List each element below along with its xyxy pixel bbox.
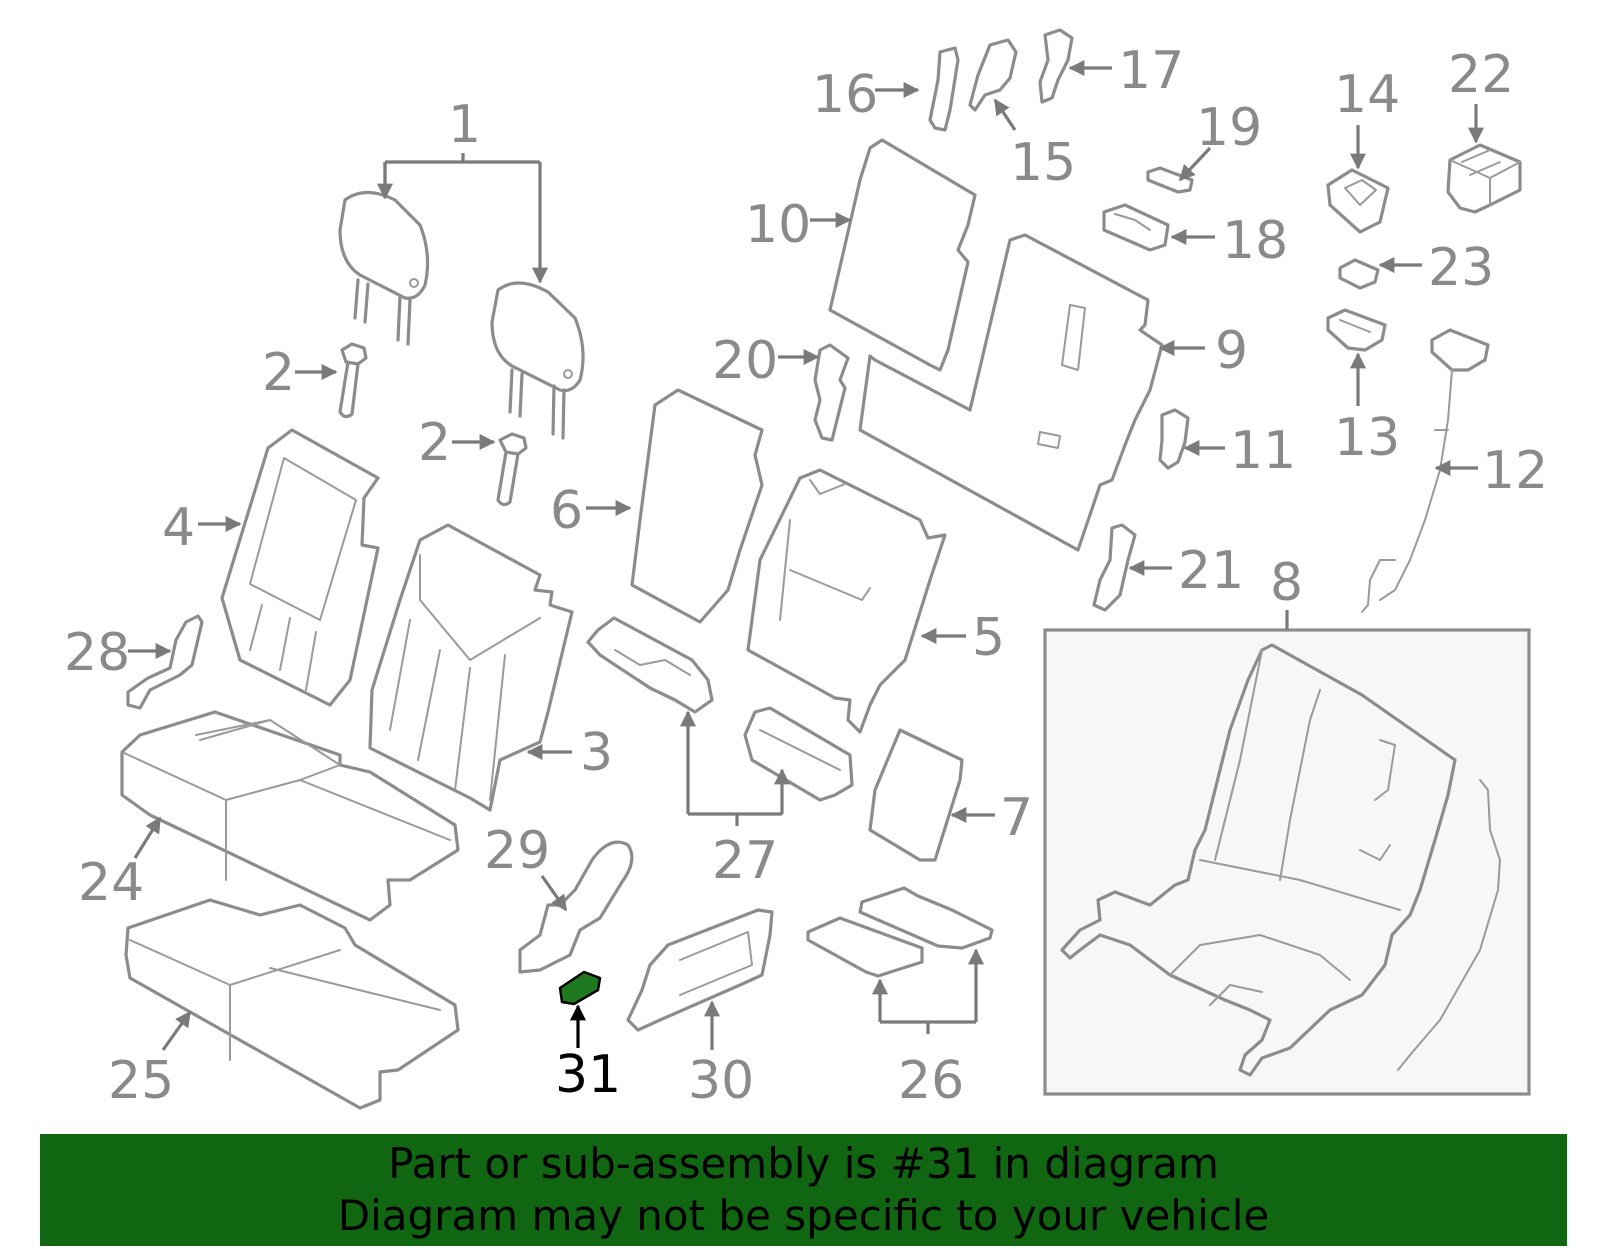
callout-9: 9: [1158, 321, 1248, 381]
callout-label-20: 20: [712, 331, 778, 391]
callout-label-4: 4: [162, 498, 195, 558]
part-17-hinge-cover: [1038, 28, 1074, 104]
banner-line-1: Part or sub-assembly is #31 in diagram: [388, 1139, 1219, 1188]
callout-20: 20: [712, 331, 820, 391]
callout-5: 5: [920, 608, 1005, 668]
part-29-bracket: [518, 840, 634, 974]
callout-28: 28: [64, 623, 172, 683]
callout-label-2a: 2: [262, 343, 295, 403]
callout-2b: 2: [418, 413, 496, 473]
callout-label-22: 22: [1448, 45, 1514, 105]
part-19-clip: [1146, 166, 1194, 194]
callout-label-19: 19: [1196, 98, 1262, 158]
part-6-pad: [630, 388, 764, 624]
part-2-guides: [338, 342, 528, 507]
part-8-frame-inset: [1043, 628, 1531, 1096]
part-11-clip: [1158, 408, 1190, 470]
part-23-switch: [1338, 258, 1380, 290]
part-27-trims: [586, 616, 854, 802]
part-28-bracket: [126, 614, 204, 710]
callout-label-14: 14: [1334, 65, 1400, 125]
callout-27: 27: [680, 710, 790, 891]
part-14-bezel: [1326, 168, 1390, 234]
part-25-cushion-pad: [124, 898, 460, 1110]
part-31-highlighted: [558, 970, 602, 1006]
callout-label-1: 1: [448, 95, 481, 155]
callout-label-16: 16: [812, 65, 878, 125]
callout-23: 23: [1378, 238, 1494, 298]
callout-label-13: 13: [1334, 408, 1400, 468]
callout-label-10: 10: [745, 195, 811, 255]
part-7-panel: [868, 728, 964, 862]
part-12-release-cable: [1361, 328, 1490, 613]
part-20-bracket: [813, 343, 850, 442]
callout-label-2b: 2: [418, 413, 451, 473]
part-9-rear-panel: [858, 233, 1164, 552]
callout-8: 8: [1270, 553, 1303, 630]
callout-14: 14: [1334, 65, 1400, 170]
callout-label-9: 9: [1215, 321, 1248, 381]
callout-29: 29: [484, 821, 568, 912]
callout-label-15: 15: [1010, 133, 1076, 193]
callout-15: 15: [993, 98, 1076, 193]
callout-label-25: 25: [108, 1051, 174, 1111]
callout-label-5: 5: [972, 608, 1005, 668]
callout-label-3: 3: [580, 723, 613, 783]
info-banner: Part or sub-assembly is #31 in diagram D…: [40, 1134, 1567, 1246]
callout-4: 4: [162, 498, 242, 558]
part-15-hinge: [968, 38, 1018, 112]
callout-label-8: 8: [1270, 553, 1303, 613]
part-21-bracket: [1092, 523, 1137, 612]
callout-21: 21: [1128, 541, 1244, 601]
callout-label-7: 7: [1000, 788, 1033, 848]
callout-label-26: 26: [898, 1051, 964, 1111]
callout-label-24: 24: [78, 853, 144, 913]
part-4-seatback-pad: [220, 428, 380, 707]
callout-17: 17: [1068, 41, 1184, 101]
callout-30: 30: [688, 1000, 754, 1111]
callout-label-12: 12: [1482, 441, 1548, 501]
callout-label-18: 18: [1222, 211, 1288, 271]
callout-2a: 2: [262, 343, 338, 403]
callout-label-23: 23: [1428, 238, 1494, 298]
callout-24: 24: [78, 816, 162, 913]
callout-3: 3: [526, 723, 613, 783]
part-22-switch-module: [1446, 143, 1522, 214]
part-24-cushion-cover: [120, 710, 460, 922]
callout-22: 22: [1448, 45, 1514, 144]
part-26-mats: [806, 886, 994, 978]
callout-12: 12: [1434, 441, 1548, 501]
callout-6: 6: [550, 481, 632, 541]
callout-7: 7: [950, 788, 1033, 848]
part-3-seatback-cover: [368, 523, 574, 812]
callout-label-28: 28: [64, 623, 130, 683]
callout-label-21: 21: [1178, 541, 1244, 601]
callout-26: 26: [872, 948, 984, 1111]
part-18-cupholder: [1102, 203, 1170, 252]
callout-label-29: 29: [484, 821, 550, 881]
banner-line-2: Diagram may not be specific to your vehi…: [337, 1191, 1270, 1240]
part-13-handle-bezel: [1326, 308, 1387, 352]
part-1-headrests: [338, 190, 585, 440]
callout-19: 19: [1178, 98, 1262, 182]
callout-label-31: 31: [555, 1045, 621, 1105]
part-5-seatback-panel: [746, 468, 947, 734]
callout-10: 10: [745, 195, 852, 255]
callout-label-27: 27: [712, 831, 778, 891]
callout-label-30: 30: [688, 1051, 754, 1111]
callout-label-6: 6: [550, 481, 583, 541]
part-10-panel: [828, 138, 977, 372]
callout-1: 1: [377, 95, 540, 282]
callout-label-11: 11: [1230, 421, 1296, 481]
callout-16: 16: [812, 65, 920, 125]
callout-18: 18: [1170, 211, 1288, 271]
part-16-hinge-cover: [928, 46, 960, 132]
callout-13: 13: [1334, 352, 1400, 468]
callout-11: 11: [1183, 421, 1296, 481]
callout-25: 25: [108, 1010, 192, 1111]
part-30-side-trim: [626, 908, 774, 1032]
callout-label-17: 17: [1118, 41, 1184, 101]
callout-31: 31: [555, 1004, 621, 1105]
